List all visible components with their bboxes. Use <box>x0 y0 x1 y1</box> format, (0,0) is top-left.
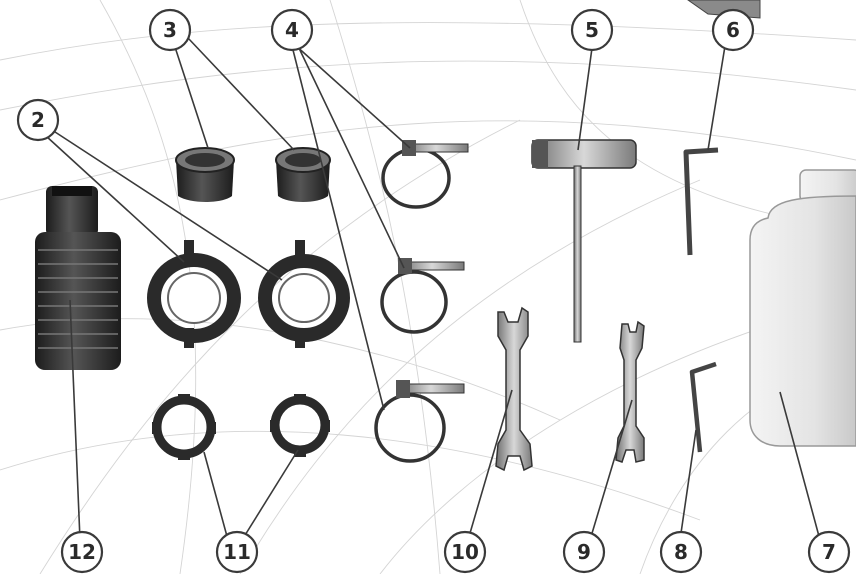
callout-3: 3 <box>150 10 190 50</box>
svg-text:12: 12 <box>68 540 96 564</box>
callout-5: 5 <box>572 10 612 50</box>
callouts: 2 3 4 5 6 7 8 9 <box>18 10 849 572</box>
svg-text:11: 11 <box>223 540 251 564</box>
svg-text:10: 10 <box>451 540 479 564</box>
sleeve-parts <box>176 148 330 202</box>
callout-2: 2 <box>18 100 58 140</box>
callout-7: 7 <box>809 532 849 572</box>
svg-text:5: 5 <box>585 18 599 42</box>
svg-text:8: 8 <box>674 540 688 564</box>
svg-text:2: 2 <box>31 108 45 132</box>
callout-10: 10 <box>445 532 485 572</box>
strainer-part <box>35 186 121 370</box>
hex-key-parts <box>686 150 718 452</box>
canister-part <box>750 170 856 446</box>
callout-9: 9 <box>564 532 604 572</box>
hose-clamp-parts <box>376 140 468 461</box>
svg-text:3: 3 <box>163 18 177 42</box>
nut-parts <box>152 394 330 460</box>
callout-8: 8 <box>661 532 701 572</box>
callout-12: 12 <box>62 532 102 572</box>
svg-text:7: 7 <box>822 540 836 564</box>
svg-text:9: 9 <box>577 540 591 564</box>
collar-parts <box>154 240 343 348</box>
callout-4: 4 <box>272 10 312 50</box>
svg-text:4: 4 <box>285 18 299 42</box>
callout-11: 11 <box>217 532 257 572</box>
plug-wrench-part <box>532 140 636 342</box>
callout-6: 6 <box>713 10 753 50</box>
open-wrench-parts <box>496 308 644 470</box>
svg-text:6: 6 <box>726 18 740 42</box>
